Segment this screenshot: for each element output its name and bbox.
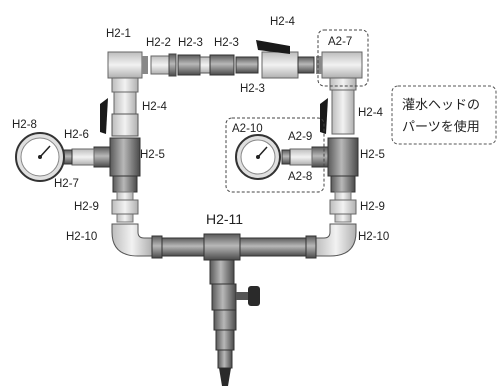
- nut-bottom-right: [305, 235, 317, 259]
- label-h2-3c: H2-3: [240, 83, 265, 95]
- elbow-h2-10-right: [315, 223, 357, 257]
- label-h2-2: H2-2: [146, 37, 171, 49]
- label-h2-3a: H2-3: [178, 37, 203, 49]
- label-h2-3b: H2-3: [214, 37, 239, 49]
- note-line-1: 灌水ヘッドの: [402, 98, 480, 113]
- valve-h2-4-top: [256, 40, 315, 79]
- label-h2-5-left: H2-5: [140, 149, 165, 161]
- outlet-pipe-1: [209, 259, 235, 285]
- outlet-fitting-3: [217, 349, 233, 369]
- label-h2-4-top: H2-4: [270, 16, 296, 28]
- tee-h2-1: [107, 51, 148, 93]
- fitting-a2-9: [289, 148, 313, 166]
- label-h2-1: H2-1: [106, 28, 131, 40]
- fitting-h2-9-left: [111, 199, 139, 215]
- label-a2-10: A2-10: [232, 123, 263, 135]
- label-a2-8: A2-8: [288, 171, 312, 183]
- pipe-right-upper: [331, 89, 355, 135]
- label-h2-10-right: H2-10: [358, 231, 389, 243]
- note-line-2: パーツを使用: [402, 119, 480, 135]
- nut-h2-3a: [199, 56, 211, 74]
- fitting-h2-3a: [177, 54, 201, 76]
- fitting-a2-8: [311, 146, 329, 168]
- fitting-h2-2: [150, 55, 170, 75]
- label-h2-9-left: H2-9: [74, 201, 99, 213]
- label-h2-5-right: H2-5: [360, 149, 385, 161]
- label-h2-10-left: H2-10: [66, 231, 97, 243]
- outlet-fitting-2: [215, 329, 235, 351]
- fitting-h2-5-left: [109, 137, 141, 177]
- fitting-h2-3b: [209, 54, 235, 76]
- label-h2-7: H2-7: [54, 178, 79, 190]
- outlet-fitting-1: [213, 309, 237, 331]
- note-box: [391, 85, 497, 145]
- a2-gauge-box: [225, 117, 325, 193]
- valve-h2-4-left-body: [111, 113, 139, 137]
- fitting-h2-5-right: [327, 137, 359, 177]
- label-h2-6: H2-6: [64, 129, 89, 141]
- label-h2-8: H2-8: [12, 119, 37, 131]
- fitting-h2-9-right: [329, 199, 357, 215]
- elbow-h2-10-left: [111, 223, 153, 257]
- nut-h2-7: [63, 149, 73, 165]
- outlet-valve-stem: [236, 292, 250, 300]
- outlet-tip: [219, 368, 231, 386]
- outlet-valve-handle: [248, 286, 260, 306]
- valve-h2-4-right-handle: [320, 98, 328, 134]
- fitting-h2-7: [71, 148, 95, 166]
- nut-right-lower: [330, 175, 356, 193]
- nut-left-lower: [112, 175, 138, 193]
- gauge-a2-10: [235, 134, 281, 180]
- tee-a2-7: [316, 51, 363, 91]
- label-a2-7: A2-7: [328, 36, 352, 48]
- label-h2-11: H2-11: [206, 211, 243, 227]
- nut-bottom-left: [151, 235, 163, 259]
- valve-h2-4-left-handle: [100, 98, 108, 134]
- label-h2-9-right: H2-9: [360, 201, 385, 213]
- outlet-valve: [211, 283, 237, 311]
- label-a2-9: A2-9: [288, 131, 312, 143]
- nut-a2-9: [281, 149, 291, 165]
- fitting-h2-3c: [235, 56, 259, 74]
- gauge-h2-8: [15, 132, 65, 182]
- label-h2-4-right: H2-4: [358, 107, 384, 119]
- fitting-h2-6: [93, 146, 111, 168]
- nut-h2-2: [168, 53, 177, 77]
- tee-bottom: [203, 233, 241, 261]
- label-h2-4-left: H2-4: [142, 101, 168, 113]
